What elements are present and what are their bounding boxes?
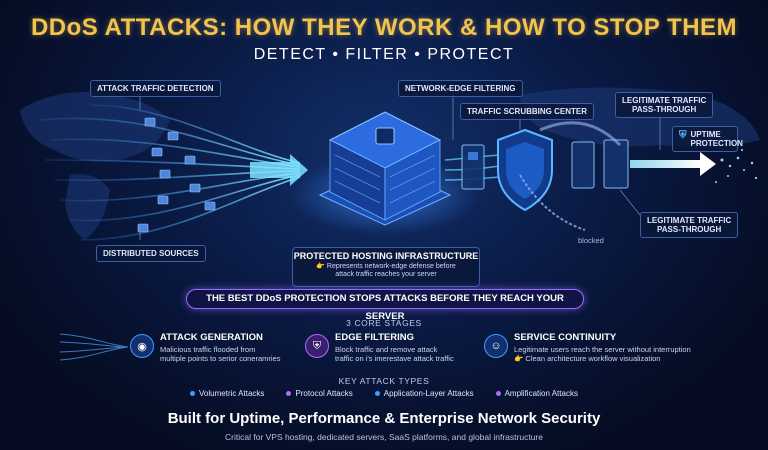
legitimate-traffic-bottom-line-2: PASS-THROUGH <box>657 225 722 235</box>
shield-check-icon: ⛨ <box>679 130 687 141</box>
attack-type-label: Amplification Attacks <box>504 389 578 398</box>
uptime-protection-line-2: PROTECTION <box>690 139 743 149</box>
attack-type-label: Application-Layer Attacks <box>383 389 474 398</box>
scrubbing-swirl <box>539 121 622 147</box>
traffic-particles <box>715 149 758 183</box>
bullet-dot-icon <box>374 391 380 396</box>
uptime-protection-label: ⛨ UPTIME PROTECTION <box>672 126 743 153</box>
lock-icon <box>375 127 395 145</box>
stage-description-line-2: traffic on i's imerestave attack traffic <box>335 354 454 364</box>
attack-type-item: Protocol Attacks <box>286 389 353 398</box>
page-title: DDoS ATTACKS: HOW THEY WORK & HOW TO STO… <box>30 14 738 41</box>
footer-title: Built for Uptime, Performance & Enterpri… <box>167 410 601 427</box>
bullet-dot-icon <box>286 391 292 396</box>
alarm-icon: ◉ <box>130 334 154 358</box>
attack-type-label: Protocol Attacks <box>295 389 353 398</box>
users-icon: ☺ <box>484 334 508 358</box>
legitimate-traffic-bottom-line-1: LEGITIMATE TRAFFIC <box>647 216 732 225</box>
stage-description: Block traffic and remove attack traffic … <box>335 345 454 364</box>
legitimate-traffic-top-label: LEGITIMATE TRAFFIC PASS-THROUGH <box>615 92 714 119</box>
protected-hosting-infrastructure-box: PROTECTED HOSTING INFRASTRUCTURE 👉 Repre… <box>292 247 480 287</box>
clean-traffic-arrow <box>630 152 716 176</box>
stage-stream-graphic <box>60 333 129 361</box>
stage-description-line-1: Block traffic and remove attack <box>335 345 438 354</box>
attack-type-item: Amplification Attacks <box>495 389 578 398</box>
core-description-line-2: attack traffic reaches your server <box>335 271 437 279</box>
bullet-dot-icon <box>495 391 501 396</box>
stage-heading: SERVICE CONTINUITY <box>514 332 617 343</box>
attack-arrow <box>250 154 308 186</box>
footer-subtitle: Critical for VPS hosting, dedicated serv… <box>225 432 543 442</box>
shield-icon <box>497 128 553 212</box>
page-subtitle: DETECT • FILTER • PROTECT <box>253 46 515 63</box>
attack-traffic-detection-label: ATTACK TRAFFIC DETECTION <box>90 80 221 98</box>
core-stages-title: 3 CORE STAGES <box>346 318 422 328</box>
stage-description-line-2: multiple points to serior coneramries <box>160 354 281 364</box>
attack-type-label: Volumetric Attacks <box>199 389 265 398</box>
stage-description-line-2: 👉 Clean architecture workflow visualizat… <box>514 354 661 364</box>
stage-heading: EDGE FILTERING <box>335 332 414 343</box>
stage-description: Legitimate users reach the server withou… <box>514 345 691 364</box>
server-icon <box>318 111 452 226</box>
blocked-traffic-curve <box>519 174 586 231</box>
attack-type-item: Application-Layer Attacks <box>374 389 474 398</box>
key-attack-types-title: KEY ATTACK TYPES <box>338 376 430 386</box>
legitimate-traffic-bottom-label: LEGITIMATE TRAFFIC PASS-THROUGH <box>640 212 739 239</box>
legitimate-traffic-top-line-1: LEGITIMATE TRAFFIC <box>622 96 707 105</box>
stage-description-line-1: Malicious traffic flooded from <box>160 345 256 354</box>
source-nodes <box>137 117 216 233</box>
stage-description-line-1: Legitimate users reach the server withou… <box>514 345 691 354</box>
core-heading: PROTECTED HOSTING INFRASTRUCTURE <box>293 251 479 261</box>
attack-types-list: Volumetric Attacks Protocol Attacks Appl… <box>0 389 768 398</box>
bullet-dot-icon <box>190 391 196 396</box>
shield-icon: ⛨ <box>305 334 329 358</box>
stage-description: Malicious traffic flooded from multiple … <box>160 345 280 364</box>
traffic-scrubbing-center-label: TRAFFIC SCRUBBING CENTER <box>460 103 594 121</box>
protection-banner: THE BEST DDoS PROTECTION STOPS ATTACKS B… <box>186 289 584 322</box>
filter-panels <box>461 139 629 190</box>
network-edge-filtering-label: NETWORK-EDGE FILTERING <box>398 80 523 98</box>
core-description-line-1: 👉 Represents network-edge defense before <box>316 263 456 270</box>
blocked-label: blocked <box>578 236 604 245</box>
uptime-protection-line-1: UPTIME <box>690 130 721 139</box>
distributed-sources-label: DISTRIBUTED SOURCES <box>96 245 206 263</box>
legitimate-traffic-top-line-2: PASS-THROUGH <box>632 105 697 115</box>
attack-type-item: Volumetric Attacks <box>190 389 264 398</box>
stage-heading: ATTACK GENERATION <box>160 332 263 343</box>
network-diagram <box>20 87 760 241</box>
